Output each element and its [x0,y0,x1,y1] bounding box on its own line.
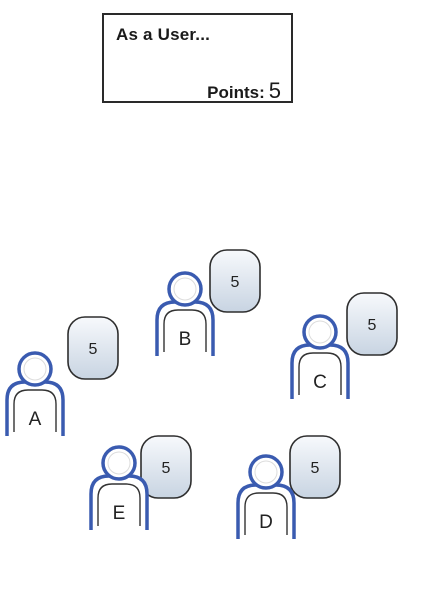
points-display: Points:5 [207,78,281,104]
participant-e: 5E [89,435,192,530]
participant-letter: B [179,329,192,350]
person-icon [5,351,65,436]
user-story-card: As a User... Points:5 [102,13,293,103]
points-label: Points: [207,83,265,102]
person-icon [155,271,215,356]
person-icon [290,314,350,399]
estimate-bubble [209,249,261,313]
person-icon [89,445,149,530]
participant-a: 5A [5,316,119,436]
participant-letter: A [29,409,42,430]
participant-letter: E [113,503,126,524]
estimate-value: 5 [89,341,98,358]
participant-b: 5B [155,249,261,356]
estimate-bubble [346,292,398,356]
participant-c: 5C [290,292,398,399]
estimate-value: 5 [368,317,377,334]
estimate-value: 5 [311,460,320,477]
estimate-value: 5 [231,274,240,291]
estimate-bubble [140,435,192,499]
estimate-bubble [67,316,119,380]
points-value: 5 [268,78,281,103]
estimate-value: 5 [162,460,171,477]
story-title: As a User... [116,25,211,44]
participant-d: 5D [236,435,341,539]
participant-letter: C [313,372,327,393]
participant-letter: D [259,512,273,533]
estimate-bubble [289,435,341,499]
person-icon [236,454,296,539]
